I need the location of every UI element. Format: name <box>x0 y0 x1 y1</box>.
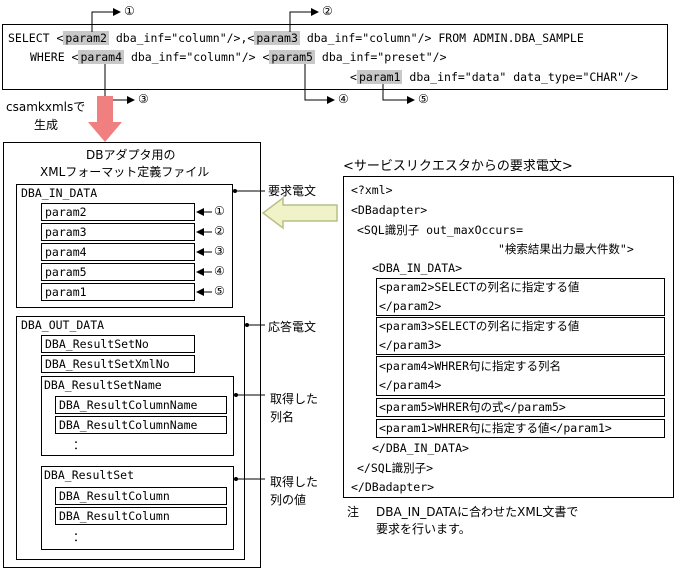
definition-file-title-2: XMLフォーマット定義ファイル <box>40 165 210 179</box>
in-marker-4: ④ <box>214 264 225 278</box>
result-set-name-ellipsis: ： <box>73 438 86 452</box>
result-set-name-label: DBA_ResultSetName <box>44 378 162 392</box>
generate-label-2: 生成 <box>34 118 59 132</box>
result-column-name-box: DBA_ResultColumnName <box>55 396 227 414</box>
dbadapter-close-line: </DBadapter> <box>351 480 435 494</box>
in-param-box: param2 <box>41 203 195 221</box>
sql-param3: param3 <box>254 31 300 45</box>
in-marker-2: ② <box>214 224 225 238</box>
retrieved-column-names-label-1: 取得した <box>270 392 319 406</box>
retrieved-column-names-label-2: 列名 <box>270 410 295 424</box>
in-param-box: param4 <box>41 243 195 261</box>
param4-xml-line-2: </param4> <box>379 378 442 392</box>
sql-marker-2: ② <box>322 4 333 18</box>
note-line-2: 要求を行います。 <box>376 522 471 536</box>
sql-marker-5: ⑤ <box>418 92 429 106</box>
sql-marker-1: ① <box>124 4 135 18</box>
in-marker-5: ⑤ <box>214 284 225 298</box>
sql-id-open-line-2: "検索結果出力最大件数"> <box>498 242 634 256</box>
in-data-label: DBA_IN_DATA <box>21 186 98 200</box>
sql-line-3: <param1 dba_inf="data" data_type="CHAR"/… <box>350 70 638 84</box>
param3-xml-box <box>376 317 665 355</box>
param1-xml-box <box>376 419 665 438</box>
param4-xml-box <box>376 356 665 396</box>
in-marker-3: ③ <box>214 244 225 258</box>
in-marker-1: ① <box>214 204 225 218</box>
sql-id-open-line-1: <SQL識別子 out_maxOccurs= <box>357 223 524 237</box>
sql-param5: param5 <box>269 50 315 64</box>
leader-1 <box>91 8 121 32</box>
request-to-def-arrow <box>261 196 338 230</box>
note-line-1: DBA_IN_DATAに合わせたXML文書で <box>376 505 579 519</box>
sql-marker-4: ④ <box>338 92 349 106</box>
out-data-label: DBA_OUT_DATA <box>21 318 105 332</box>
sql-line-1: SELECT <param2 dba_inf="column"/>,<param… <box>8 31 584 45</box>
request-message-label: 要求電文 <box>268 184 317 198</box>
param3-xml-line-1: <param3>SELECTの列名に指定する値 <box>379 319 580 333</box>
sql-param4: param4 <box>78 50 125 64</box>
generate-label-1: csamkxmlsで <box>6 100 86 114</box>
note-mark: 注 <box>347 505 360 519</box>
retrieved-values-label-1: 取得した <box>270 475 319 489</box>
request-title: <サービスリクエスタからの要求電文> <box>343 159 573 174</box>
response-message-label: 応答電文 <box>268 320 317 334</box>
result-set-xml-no-box: DBA_ResultSetXmlNo <box>41 355 195 373</box>
param2-xml-box <box>376 278 665 316</box>
result-column-box: DBA_ResultColumn <box>55 507 227 525</box>
sql-param2: param2 <box>63 31 109 45</box>
param4-xml-line-1: <param4>WHRER句に指定する列名 <box>379 359 562 373</box>
sql-line-2: WHERE <param4 dba_inf="column"/> <param5… <box>30 50 447 64</box>
sql-id-close-line: </SQL識別子> <box>357 461 434 475</box>
param5-xml-line: <param5>WHRER句の式</param5> <box>379 400 566 414</box>
in-data-close-line: </DBA_IN_DATA> <box>372 441 469 455</box>
sql-param1: param1 <box>356 70 403 84</box>
xml-decl-line: <?xml> <box>351 183 393 197</box>
sql-marker-3: ③ <box>138 92 149 106</box>
retrieved-values-label-2: 列の値 <box>270 493 307 507</box>
result-set-ellipsis: ： <box>73 530 86 544</box>
in-data-open-line: <DBA_IN_DATA> <box>372 261 463 275</box>
leader-2 <box>289 8 319 32</box>
result-set-label: DBA_ResultSet <box>44 468 135 482</box>
param2-xml-line-1: <param2>SELECTの列名に指定する値 <box>379 280 580 294</box>
leader-4 <box>304 64 335 104</box>
result-column-name-box: DBA_ResultColumnName <box>55 416 227 434</box>
in-param-box: param5 <box>41 263 195 281</box>
leader-3 <box>104 64 135 104</box>
definition-file-title-1: DBアダプタ用の <box>86 148 176 162</box>
param3-xml-line-2: </param3> <box>379 338 442 352</box>
param5-xml-box <box>376 398 665 417</box>
param1-xml-line: <param1>WHRER句に指定する値</param1> <box>379 421 612 435</box>
in-param-box: param1 <box>41 283 195 301</box>
result-set-no-box: DBA_ResultSetNo <box>41 335 195 353</box>
result-column-box: DBA_ResultColumn <box>55 487 227 505</box>
in-param-box: param3 <box>41 223 195 241</box>
leader-5 <box>382 84 415 104</box>
generate-arrow <box>88 96 122 142</box>
dbadapter-open-line: <DBadapter> <box>351 203 428 217</box>
param2-xml-line-2: </param2> <box>379 299 442 313</box>
